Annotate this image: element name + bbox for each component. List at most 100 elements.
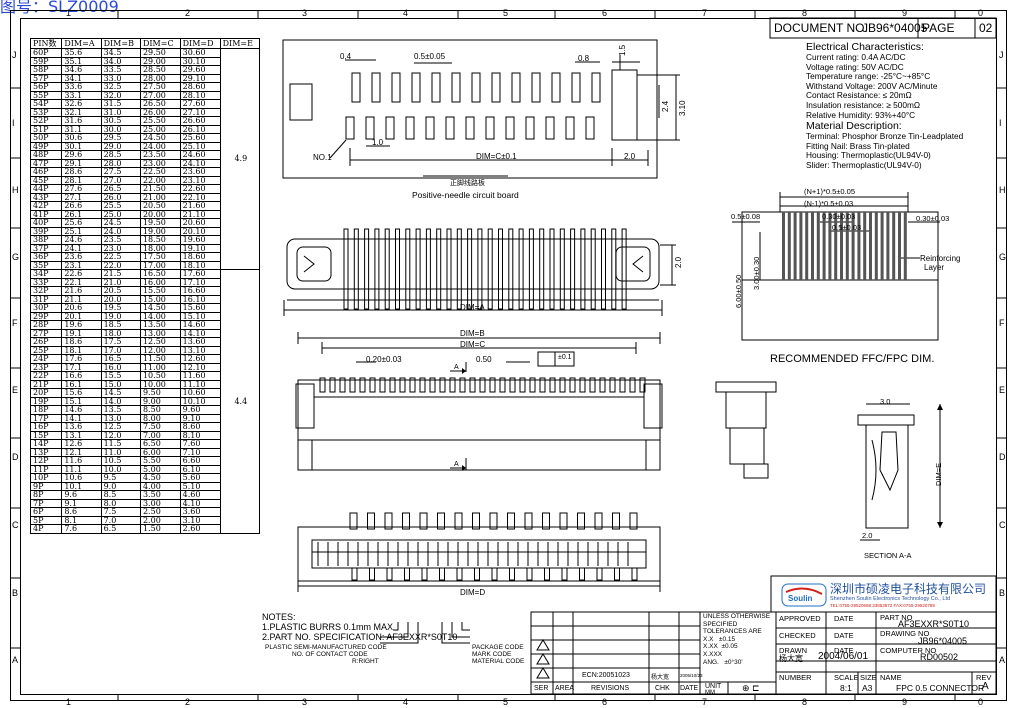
table-cell: 27.1 [61,192,102,202]
contact-pin [614,567,620,581]
table-cell: 12.50 [139,337,181,347]
contact-pin [359,377,366,393]
table-cell: 43P [29,192,63,202]
size-value: A3 [862,683,873,693]
table-cell: 7P [29,498,63,508]
table-cell: 19.0 [100,311,141,321]
electrical-characteristics: Electrical Characteristics: Current rati… [806,41,992,171]
row-label-right-D: D [999,452,1006,462]
ffc-conductors [782,212,907,280]
contact-pin [580,228,586,310]
table-cell: 15.00 [139,294,181,304]
table-cell: 30.10 [179,56,221,66]
table-cell: 21.1 [61,294,102,304]
unit-label: UNIT [705,683,722,690]
pcb-dim-24: 2.4 [661,100,670,112]
table-cell: 38P [29,235,63,245]
table-cell: 12.0 [100,430,141,440]
table-cell: 21.5 [100,269,141,279]
table-cell: 24.60 [179,150,221,160]
rev-label: REV [976,673,992,682]
approved-label: APPROVED [779,614,821,623]
contact-pin [544,567,550,581]
table-cell: 8.60 [179,422,221,432]
contact-pin [599,377,606,393]
table-cell: 18P [29,405,63,415]
row-label-C: C [12,520,19,530]
electrical-line: Temperature range: -25°C~+85°C [806,71,931,82]
col-label-6: 6 [602,8,608,18]
table-cell: 17.50 [139,252,181,262]
col-label-bottom-6: 6 [602,697,608,707]
contact-pin [339,377,346,393]
table-cell: 32P [29,286,63,296]
table-cell: 28.50 [139,65,181,75]
page-number: 02 [979,21,993,35]
table-cell: 46P [29,167,63,177]
table-cell: 9.50 [139,388,181,398]
table-cell: 17.00 [139,260,181,270]
table-cell: 29.1 [61,158,102,168]
contact-pin [590,228,596,310]
ffc-dim-05: 0.5±0.08 [731,212,761,221]
col-label-bottom-8: 8 [802,697,808,707]
table-cell: 11.5 [100,439,141,449]
table-cell: 21.10 [179,209,221,219]
table-cell: 44P [29,184,63,194]
tolerance-row: ANG. ±0°30' [703,659,775,667]
ffc-layer-label: Layer [924,263,945,272]
table-cell: 7.50 [139,422,181,432]
table-cell: 9.60 [179,405,221,415]
contact-pin [631,567,638,581]
table-header: DIM=E [219,38,261,49]
table-cell: 19.1 [61,328,102,338]
table-cell: 41P [29,209,63,219]
row-label-right-E: E [999,385,1006,395]
contact-pin [374,228,380,310]
table-cell: 13.60 [179,337,221,347]
contact-pin [399,377,406,393]
table-cell: 32.6 [61,99,102,109]
table-cell: 18.5 [100,320,141,330]
table-cell: 24P [29,354,63,364]
table-cell: 12.00 [139,345,181,355]
table-cell: 32.5 [100,82,141,92]
table-cell: 33.1 [61,90,102,100]
table-cell: 6.50 [139,439,181,449]
table-cell: 3.00 [139,498,181,508]
table-cell: 28.5 [100,150,141,160]
table-cell: 25.1 [61,226,102,236]
table-cell: 16.0 [100,362,141,372]
drawn-date-value: 2004/06/01 [818,651,869,662]
ffc-dim-600: 6.00±0.50 [734,274,743,308]
table-cell: 15.1 [61,396,102,406]
contact-pin [509,377,516,393]
tolerance-line: SPECIFIED [703,620,738,628]
table-cell: 22.50 [139,167,181,177]
page-label: PAGE [922,21,955,35]
pcb-pads-bottom [345,116,595,140]
contact-pin [329,377,336,393]
table-cell: 26.10 [179,124,221,134]
table-cell: 28.1 [61,175,102,185]
row-label-D: D [12,452,19,462]
table-cell: 30.0 [100,124,141,134]
table-header-row: PIN数 DIM=A DIM=B DIM=C DIM=D DIM=E [29,38,261,49]
ffc-conductor [840,212,843,280]
row-ticks [10,87,1007,649]
row-label-A: A [12,655,19,665]
contact-pin [439,377,446,393]
table-cell: 10.1 [61,481,102,491]
table-cell: 24.5 [100,218,141,228]
contact-pin [349,377,356,393]
table-cell: 19.00 [139,226,181,236]
table-cell: 13.00 [139,328,181,338]
table-cell: 17.10 [179,277,221,287]
table-cell: 16.00 [139,277,181,287]
